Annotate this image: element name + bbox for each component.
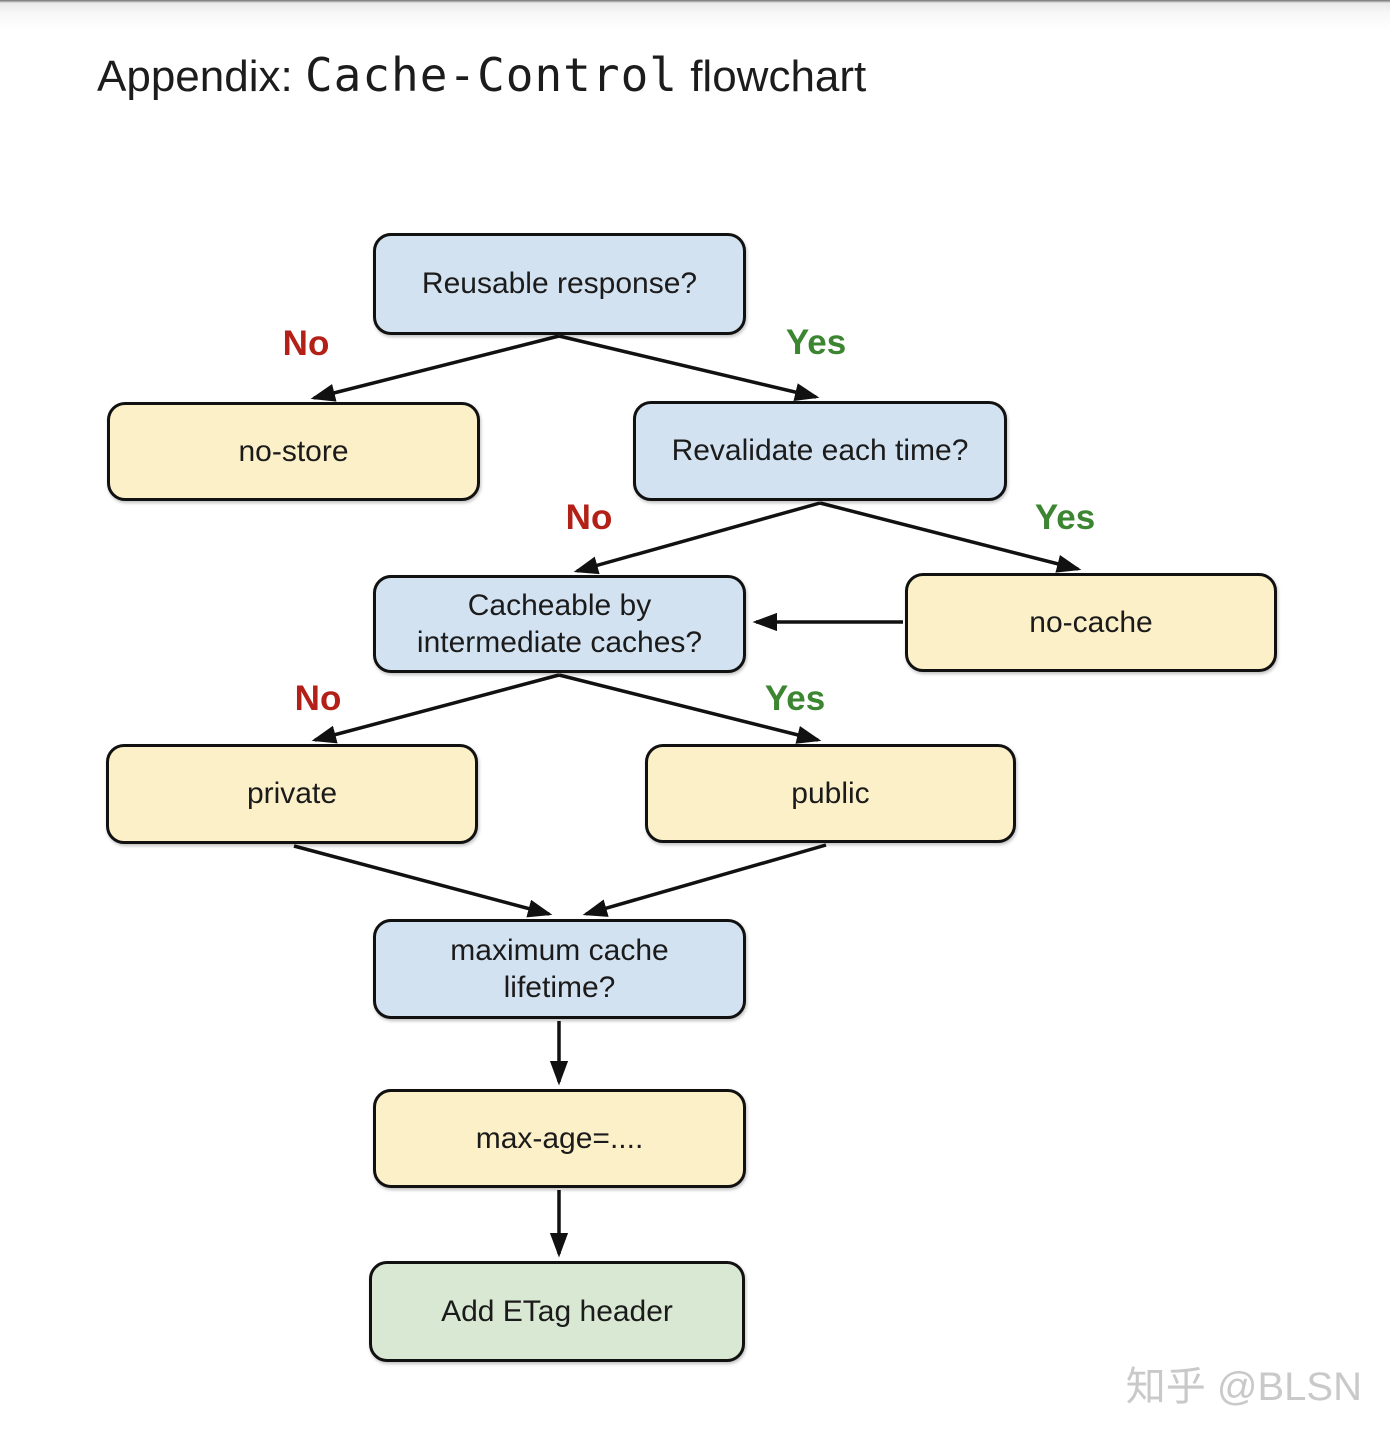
page-title: Appendix: Cache-Control flowchart (97, 48, 866, 102)
node-max-age: max-age=.... (373, 1089, 746, 1188)
node-revalidate-each-time-label: Revalidate each time? (671, 434, 969, 468)
node-add-etag-header: Add ETag header (369, 1261, 745, 1362)
top-edge-shadow (0, 0, 1390, 30)
node-maximum-cache-lifetime: maximum cache lifetime? (373, 919, 746, 1019)
edge-revalidate-to-cacheable (573, 501, 821, 575)
node-maximum-cache-lifetime-label: maximum cache lifetime? (450, 933, 669, 1005)
edge-label-no-1: No (282, 324, 330, 363)
node-cacheable-by-intermediate-caches-label: Cacheable by intermediate caches? (416, 588, 703, 660)
edge-label-no-3: No (294, 679, 342, 718)
node-public-label: public (791, 776, 870, 810)
node-public: public (645, 744, 1016, 843)
node-max-age-label: max-age=.... (475, 1121, 644, 1155)
page-title-suffix: flowchart (677, 52, 867, 101)
page-title-code: Cache-Control (304, 48, 678, 102)
watermark: 知乎 @BLSN (1125, 1365, 1362, 1409)
node-add-etag-header-label: Add ETag header (441, 1294, 673, 1328)
node-revalidate-each-time: Revalidate each time? (633, 401, 1007, 501)
node-reusable-response: Reusable response? (373, 233, 746, 335)
edge-reusable-to-revalidate (558, 334, 820, 402)
node-private: private (106, 744, 478, 844)
node-cacheable-by-intermediate-caches: Cacheable by intermediate caches? (373, 575, 746, 673)
node-no-cache: no-cache (905, 573, 1277, 672)
edge-label-no-2: No (565, 498, 613, 537)
edge-label-yes-2: Yes (1034, 498, 1096, 537)
node-no-store: no-store (107, 402, 480, 501)
edge-private-to-max-lifetime (293, 844, 553, 918)
edge-label-yes-1: Yes (785, 323, 847, 362)
page-title-prefix: Appendix: (97, 52, 305, 101)
node-reusable-response-label: Reusable response? (421, 267, 698, 301)
node-no-store-label: no-store (238, 434, 349, 468)
edge-public-to-max-lifetime (582, 843, 827, 917)
node-private-label: private (246, 777, 338, 811)
edge-reusable-to-no-store (310, 334, 560, 402)
edge-cacheable-to-private (311, 673, 560, 744)
edge-label-yes-3: Yes (764, 679, 826, 718)
node-no-cache-label: no-cache (1029, 605, 1153, 639)
